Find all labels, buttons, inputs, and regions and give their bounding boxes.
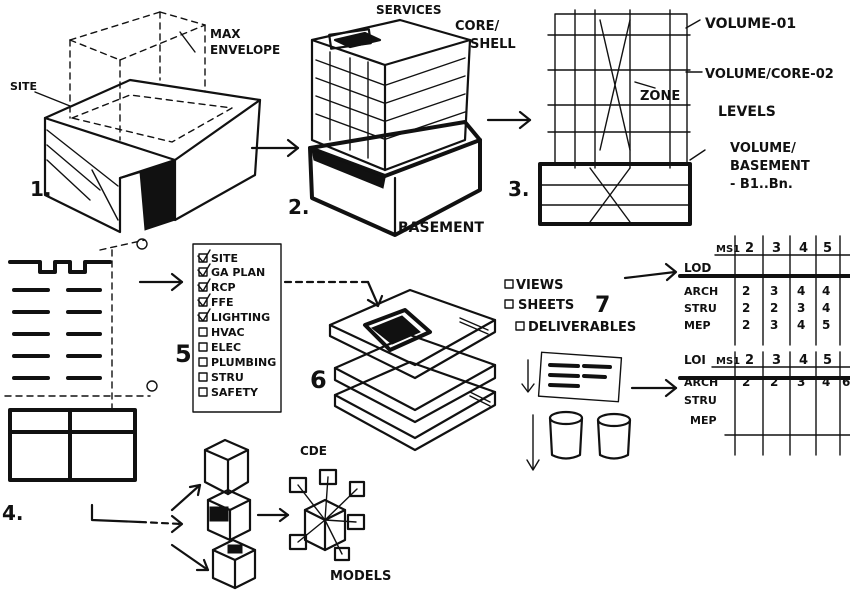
loi-col-header: 5 <box>823 353 832 368</box>
checklist-labels: SITE GA PLAN RCP FFE LIGHTING HVAC ELEC … <box>211 252 276 399</box>
lod-cell: 4 <box>822 301 830 315</box>
loi-table-labels: LOI MS1 2 3 4 5 ARCH 2 2 3 4 6 STRU MEP <box>684 353 850 427</box>
checklist-item: GA PLAN <box>211 266 265 279</box>
deliverables-label: DELIVERABLES <box>528 320 636 335</box>
loi-row-label: ARCH <box>684 376 718 389</box>
lod-row-label: MEP <box>684 319 711 332</box>
checklist-item: FFE <box>211 296 234 309</box>
step4-floor-plan <box>5 239 157 480</box>
lod-cell: 4 <box>822 284 830 298</box>
step-number-6: 6 <box>310 366 327 394</box>
zone-label: ZONE <box>640 89 680 104</box>
checklist-item: HVAC <box>211 326 245 339</box>
checklist-item: SAFETY <box>211 386 259 399</box>
lod-col-header: 2 <box>745 241 754 256</box>
checklist-item: STRU <box>211 371 244 384</box>
lod-cell: 2 <box>742 318 750 332</box>
lod-cell: 4 <box>797 318 805 332</box>
lod-col-header: MS1 <box>716 244 740 255</box>
core-shell-label-line2: SHELL <box>470 37 516 52</box>
lod-col-header: 4 <box>799 241 808 256</box>
checklist-item: ELEC <box>211 341 241 354</box>
checklist-item: RCP <box>211 281 236 294</box>
max-envelope-label-line2: ENVELOPE <box>210 43 280 57</box>
lod-cell: 2 <box>742 301 750 315</box>
lod-cell: 5 <box>822 318 830 332</box>
core-shell-label-line1: CORE/ <box>455 19 499 34</box>
lod-row-label: ARCH <box>684 285 718 298</box>
step-number-7: 7 <box>595 293 610 318</box>
volume-basement-label-line2: BASEMENT <box>730 159 810 174</box>
lod-cell: 3 <box>770 318 778 332</box>
lod-col-header: 5 <box>823 241 832 256</box>
checklist-item: PLUMBING <box>211 356 276 369</box>
lod-col-header: 3 <box>772 241 781 256</box>
step3-volume-elevation <box>540 10 705 224</box>
lod-cell: 4 <box>797 284 805 298</box>
loi-title: LOI <box>684 353 706 367</box>
volume-basement-label-line3: - B1..Bn. <box>730 177 793 192</box>
views-label: VIEWS <box>516 278 563 293</box>
sheets-label: SHEETS <box>518 298 574 313</box>
loi-col-header: 4 <box>799 353 808 368</box>
step-number-1: 1. <box>30 177 52 201</box>
step7-labels: VIEWS SHEETS DELIVERABLES <box>516 278 636 335</box>
volume-01-label: VOLUME-01 <box>705 16 796 32</box>
checklist-item: LIGHTING <box>211 311 270 324</box>
basement-label: BASEMENT <box>398 220 484 236</box>
loi-cell: 2 <box>770 375 778 389</box>
lod-row-label: STRU <box>684 302 717 315</box>
services-label: SERVICES <box>376 3 441 17</box>
lod-cell: 3 <box>797 301 805 315</box>
step-number-4: 4. <box>2 501 24 525</box>
step2-core-shell-massing <box>310 20 480 235</box>
loi-col-header: 2 <box>745 353 754 368</box>
loi-row-label: MEP <box>690 414 717 427</box>
loi-cell: 3 <box>797 375 805 389</box>
loi-cell: 6 <box>842 375 850 389</box>
step-number-2: 2. <box>288 195 310 219</box>
levels-label: LEVELS <box>718 104 776 120</box>
loi-row-label: STRU <box>684 394 717 407</box>
loi-cell: 2 <box>742 375 750 389</box>
step-number-5: 5 <box>175 340 192 368</box>
lod-cell: 2 <box>742 284 750 298</box>
volume-basement-label-line1: VOLUME/ <box>730 141 796 156</box>
lod-cell: 3 <box>770 284 778 298</box>
lod-cell: 2 <box>770 301 778 315</box>
loi-cell: 4 <box>822 375 830 389</box>
models-label: MODELS <box>330 569 391 584</box>
lod-title: LOD <box>684 261 711 275</box>
step6-sheet-stack <box>330 290 495 450</box>
step-numbers: 1. 2. 3. 4. 5 6 7 <box>2 177 610 525</box>
cde-label: CDE <box>300 444 327 458</box>
site-label: SITE <box>10 80 37 93</box>
max-envelope-label-line1: MAX <box>210 27 241 41</box>
volume-core-02-label: VOLUME/CORE-02 <box>705 67 834 82</box>
loi-col-header: 3 <box>772 353 781 368</box>
checklist-item: SITE <box>211 252 238 265</box>
step-number-3: 3. <box>508 177 530 201</box>
loi-col-header: MS1 <box>716 356 740 367</box>
